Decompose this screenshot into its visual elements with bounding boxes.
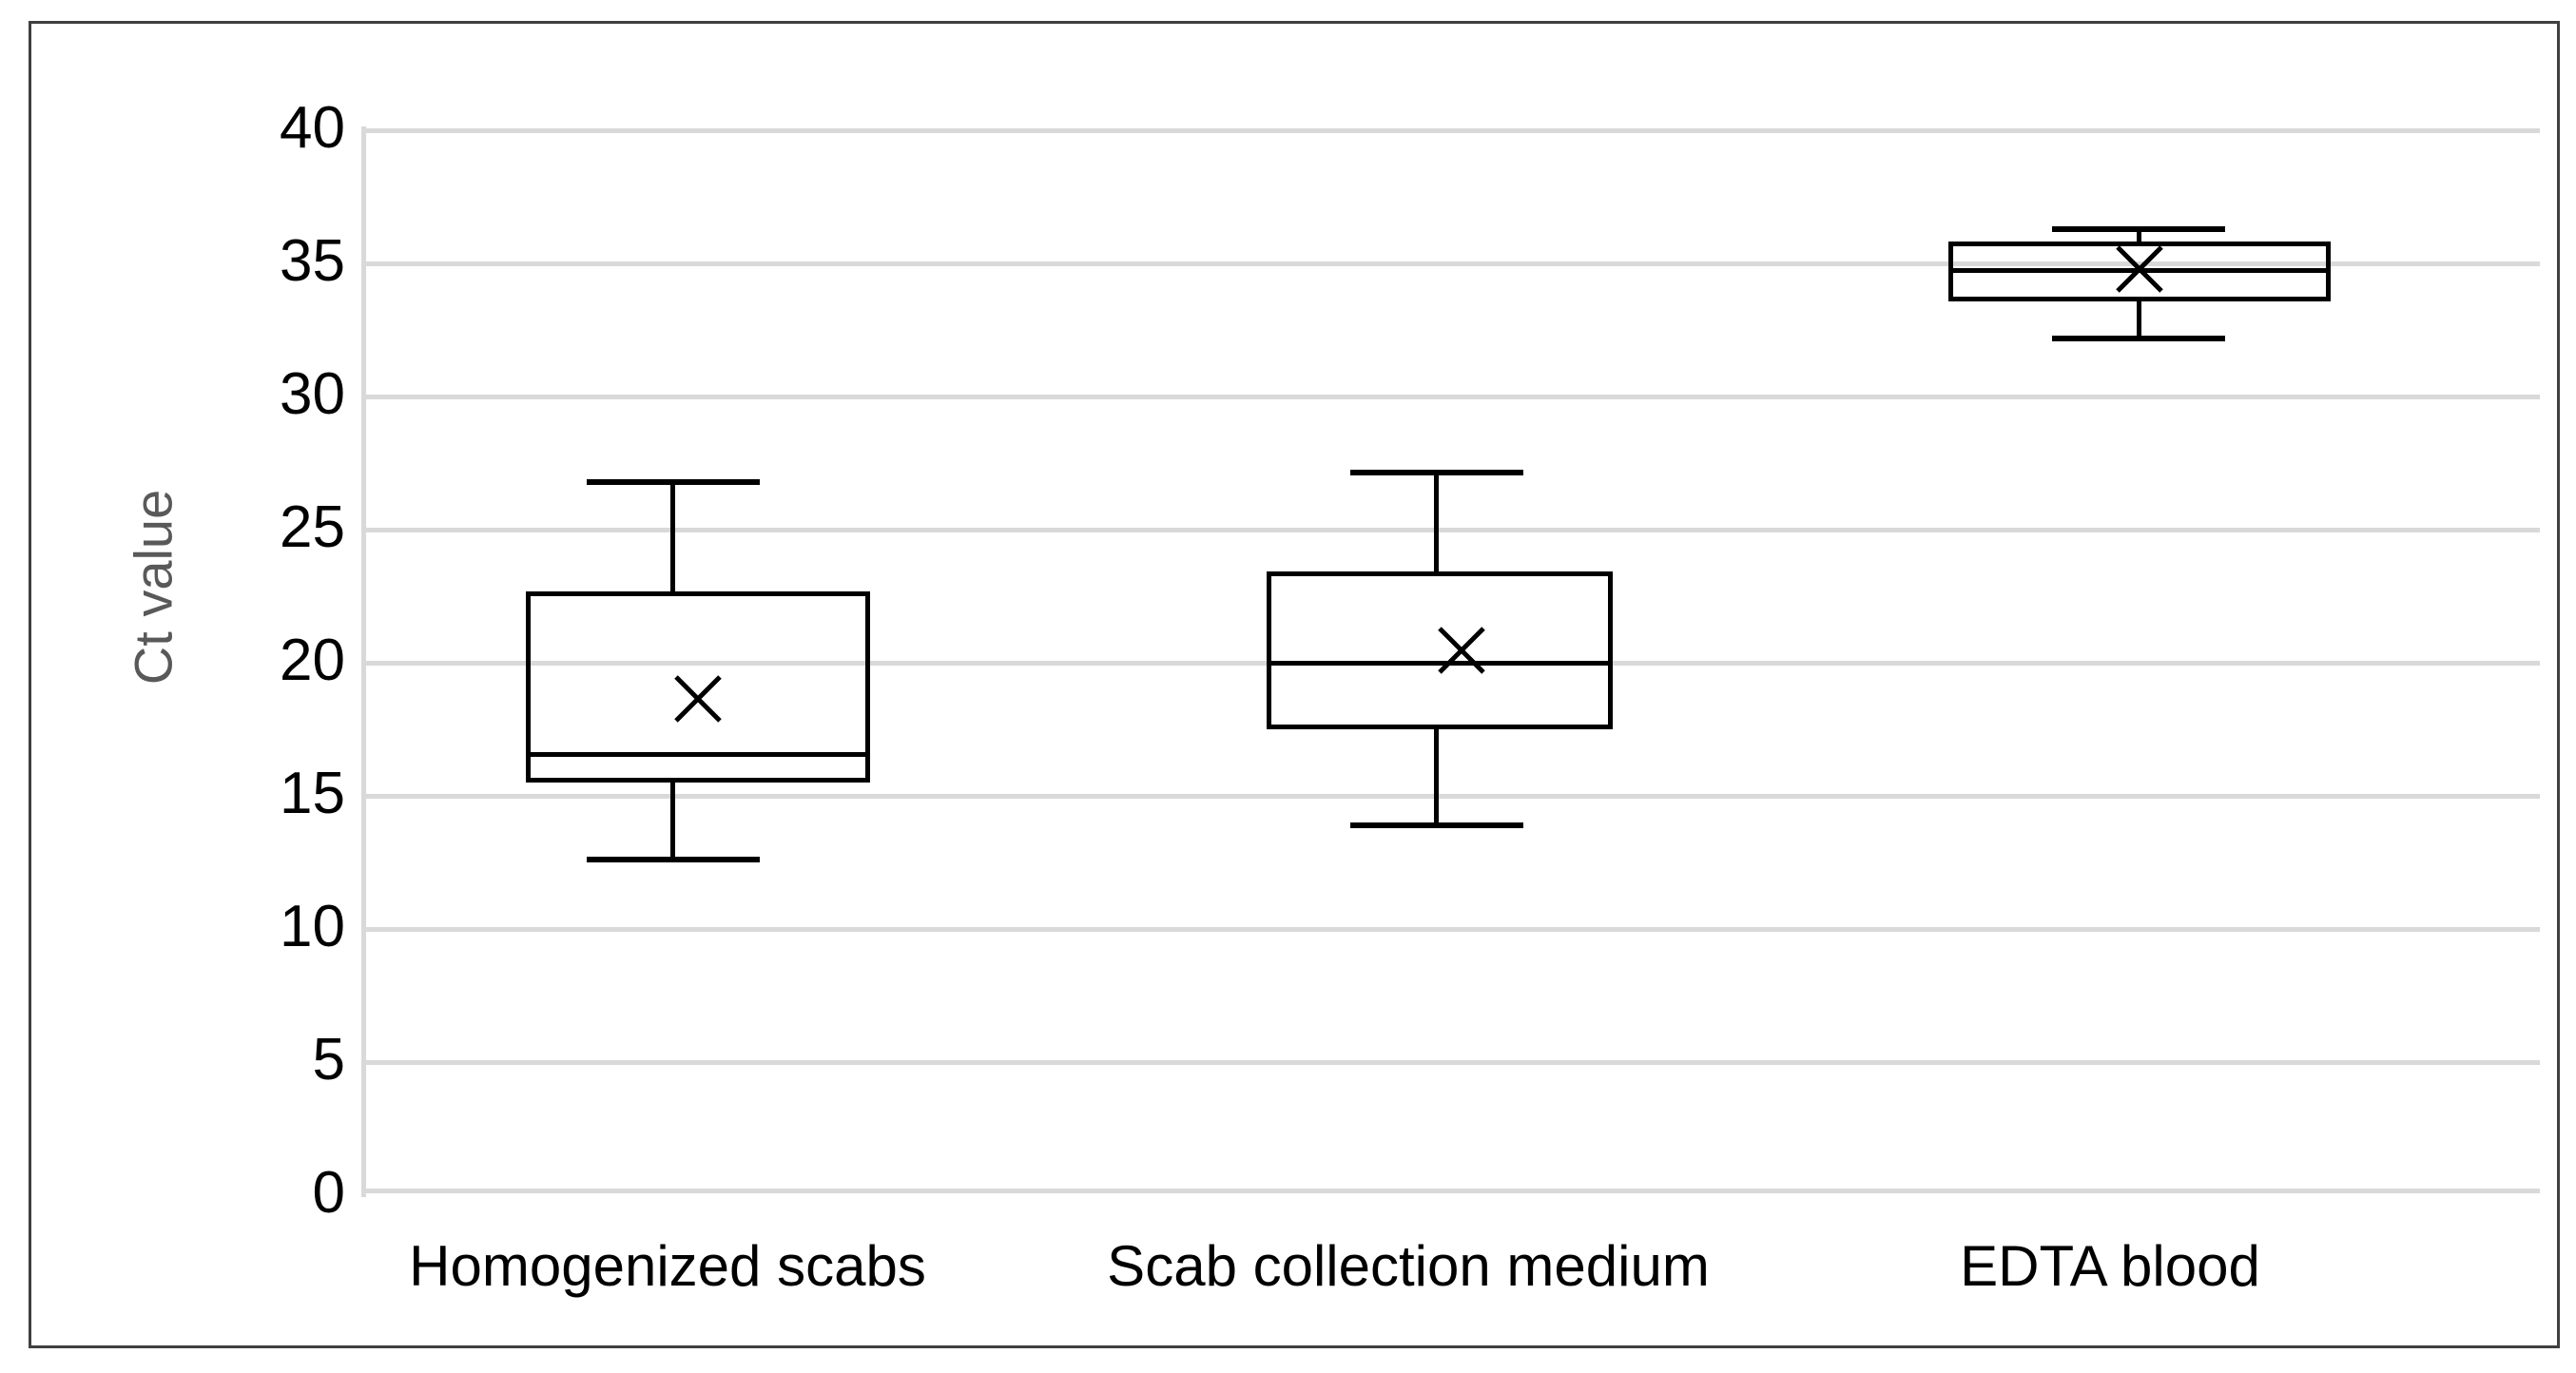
box2-iqr-box [1267, 571, 1613, 729]
x-tick-label-homogenized-scabs: Homogenized scabs [409, 1234, 926, 1298]
gridline-10 [366, 927, 2540, 932]
chart-frame: Ct value 40 35 30 25 20 15 10 5 0 [29, 21, 2560, 1348]
gridline-40 [366, 128, 2540, 133]
box1-upper-whisker [670, 479, 675, 591]
box3-lower-whisker [2137, 301, 2141, 338]
box3-mean-marker [2114, 243, 2165, 295]
y-tick-15: 15 [280, 761, 345, 826]
y-tick-25: 25 [280, 494, 345, 560]
y-tick-35: 35 [280, 228, 345, 294]
box1-lower-cap [587, 857, 760, 862]
y-axis-tick-labels: 40 35 30 25 20 15 10 5 0 [165, 99, 345, 1223]
y-tick-30: 30 [280, 361, 345, 427]
box1-median-line [526, 752, 870, 757]
box1-mean-marker [672, 673, 724, 725]
box3-upper-whisker [2137, 226, 2141, 242]
gridline-15 [366, 794, 2540, 799]
box2-mean-marker [1436, 625, 1487, 676]
box2-upper-whisker [1434, 470, 1439, 571]
y-tick-20: 20 [280, 628, 345, 693]
gridline-30 [366, 395, 2540, 399]
y-tick-0: 0 [312, 1160, 345, 1226]
y-tick-10: 10 [280, 894, 345, 959]
y-tick-40: 40 [280, 95, 345, 161]
y-tick-5: 5 [312, 1027, 345, 1093]
box2-lower-whisker [1434, 729, 1439, 825]
gridline-0 [366, 1189, 2540, 1193]
plot-area [366, 128, 2540, 1193]
y-axis-line [361, 126, 366, 1197]
box1-iqr-box [526, 591, 870, 783]
box2-median-line [1267, 661, 1613, 666]
box3-lower-cap [2052, 336, 2225, 341]
x-tick-label-edta-blood: EDTA blood [1960, 1234, 2260, 1298]
gridline-35 [366, 261, 2540, 266]
box2-lower-cap [1350, 822, 1523, 828]
box1-lower-whisker [670, 783, 675, 860]
gridline-5 [366, 1060, 2540, 1065]
gridline-25 [366, 528, 2540, 532]
x-tick-label-scab-collection-medium: Scab collection medium [1107, 1234, 1710, 1298]
